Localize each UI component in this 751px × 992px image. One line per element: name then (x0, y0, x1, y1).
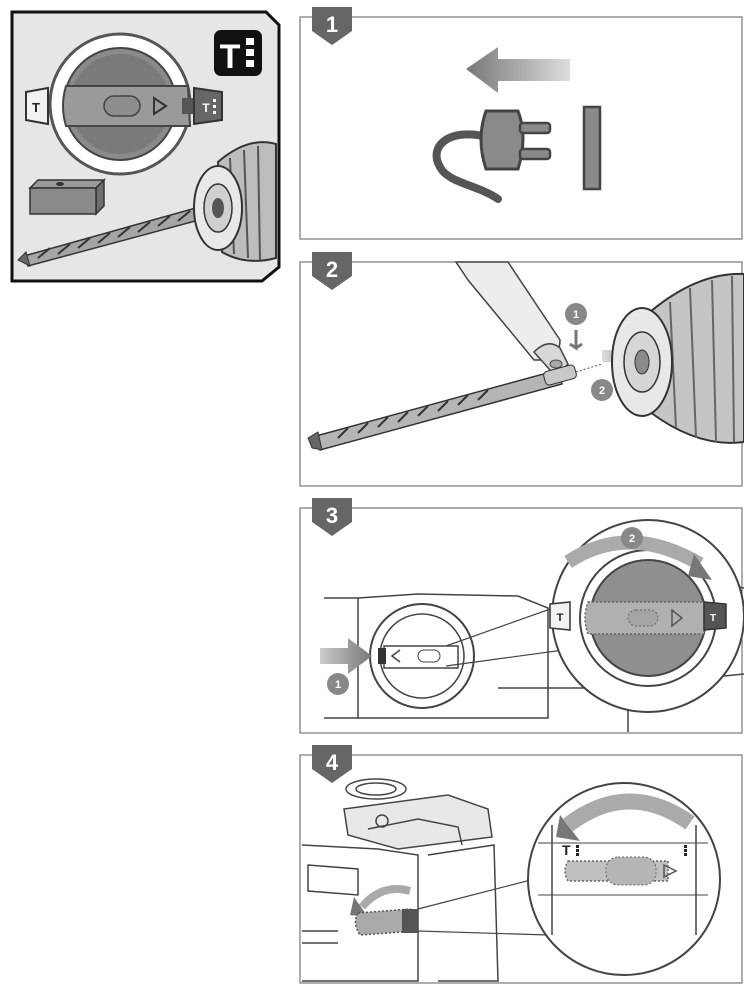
svg-text:T: T (220, 38, 241, 76)
right-mode-tab: T (193, 86, 223, 126)
step-number: 4 (326, 750, 339, 775)
right-mode-tab: T (703, 601, 727, 631)
step-4-panel: 4 T (298, 745, 744, 985)
step-number-badge (312, 7, 352, 45)
mode-switch-small (354, 908, 418, 936)
step-number: 2 (326, 257, 338, 282)
drill-bit-icon (17, 203, 215, 267)
svg-text:2: 2 (599, 385, 605, 397)
svg-text:1: 1 (335, 679, 341, 691)
mode-switch-detail: 2 T T (549, 519, 744, 713)
callout-2: 2 (621, 527, 643, 549)
svg-text:T: T (710, 613, 716, 624)
svg-text:2: 2 (629, 533, 635, 545)
left-mode-tab: T (25, 86, 49, 126)
overview-panel: T T T (8, 8, 283, 285)
step-2-panel: 2 1 2 (298, 252, 744, 488)
grease-tube-icon (454, 261, 569, 372)
drill-chuck-icon (193, 141, 277, 262)
concrete-block-icon (28, 178, 106, 216)
step-number: 3 (326, 503, 338, 528)
step-number: 1 (326, 12, 338, 37)
power-plug-icon (432, 105, 602, 203)
hammer-drill-mode-icon: T (214, 30, 262, 76)
drill-chuck-icon (611, 272, 744, 444)
svg-text:1: 1 (573, 309, 579, 321)
left-mode-tab: T (549, 601, 571, 631)
step-1-panel: 1 (298, 7, 744, 241)
callout-2: 2 (591, 379, 613, 401)
step-3-panel: 3 1 2 (298, 498, 744, 735)
drill-body-icon (301, 778, 499, 982)
step-number-badge (312, 252, 352, 290)
arrow-left-icon (466, 47, 570, 93)
step-number-badge (312, 498, 352, 536)
svg-text:T: T (557, 612, 564, 624)
step-number-badge (312, 745, 352, 783)
hammer-drill-mode-label: T (562, 842, 571, 858)
svg-text:T: T (32, 100, 40, 115)
callout-1: 1 (327, 673, 349, 695)
callout-1: 1 (565, 303, 587, 351)
drill-bit-icon (307, 364, 577, 451)
mode-switch-detail: T (527, 782, 721, 976)
mode-switch-small (369, 603, 475, 709)
svg-text:T: T (202, 101, 210, 115)
